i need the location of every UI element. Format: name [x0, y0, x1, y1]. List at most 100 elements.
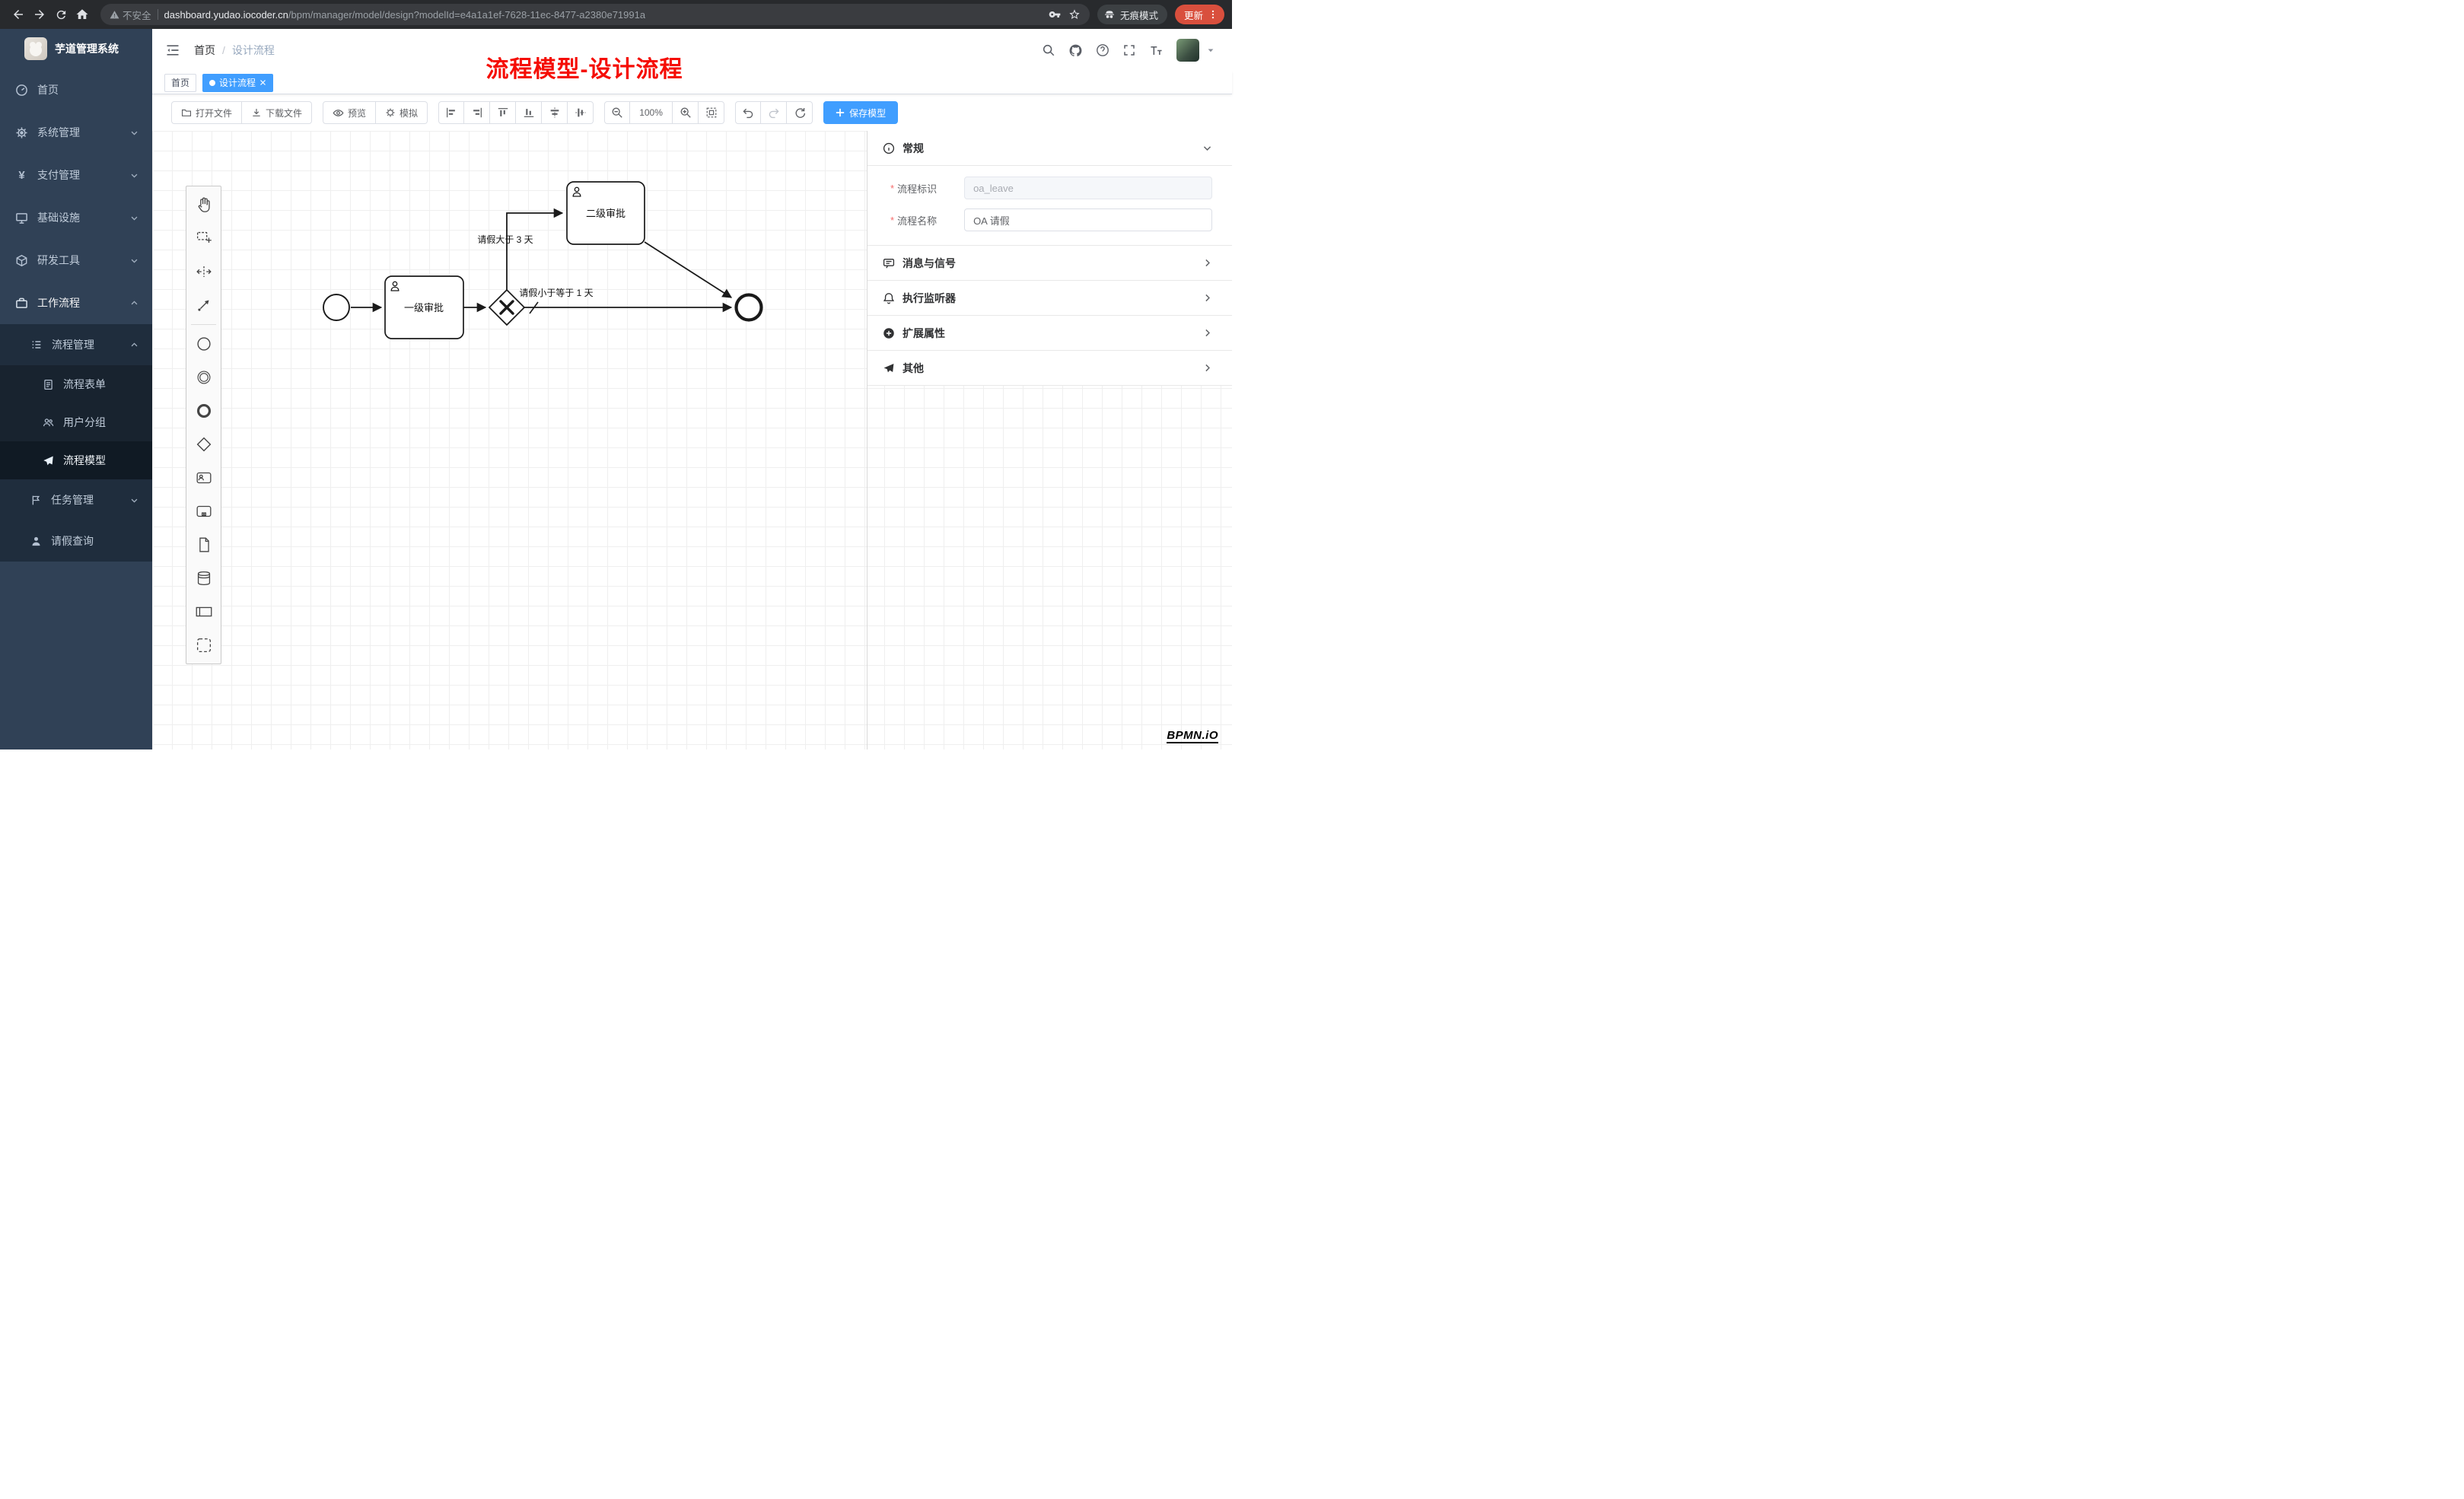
- section-general[interactable]: 常规: [867, 131, 1232, 166]
- group-icon[interactable]: [186, 629, 221, 662]
- home-icon[interactable]: [72, 4, 93, 25]
- process-key-input[interactable]: [964, 177, 1212, 199]
- sidebar-item-task-management[interactable]: 任务管理: [0, 479, 152, 520]
- participant-icon[interactable]: [186, 595, 221, 629]
- flow-task2-to-end[interactable]: [644, 241, 733, 298]
- sidebar-item-home[interactable]: 首页: [0, 68, 152, 111]
- restart-icon[interactable]: [787, 101, 813, 124]
- active-dot: [209, 79, 216, 86]
- palette-separator: [191, 324, 216, 325]
- user-icon: [390, 281, 400, 291]
- sidebar-item-label: 任务管理: [51, 494, 94, 506]
- intermediate-event-icon[interactable]: [186, 361, 221, 394]
- incognito-badge: 无痕模式: [1097, 5, 1167, 24]
- forward-icon[interactable]: [29, 4, 50, 25]
- user-task-icon[interactable]: [186, 461, 221, 495]
- designer-toolbar: 打开文件 下载文件 预览 模拟: [152, 94, 1232, 131]
- section-messages-signals[interactable]: 消息与信号: [867, 246, 1232, 281]
- github-icon[interactable]: [1068, 43, 1083, 58]
- back-icon[interactable]: [8, 4, 29, 25]
- tag-home[interactable]: 首页: [164, 73, 197, 92]
- collapse-sidebar-icon[interactable]: [165, 43, 180, 58]
- data-object-icon[interactable]: [186, 528, 221, 562]
- fullscreen-icon[interactable]: [1122, 43, 1136, 57]
- flow-gateway-to-task2[interactable]: [506, 208, 564, 290]
- preview-button[interactable]: 预览: [323, 101, 377, 124]
- align-right-icon[interactable]: [464, 101, 491, 124]
- simulate-button[interactable]: 模拟: [376, 101, 428, 124]
- subprocess-icon[interactable]: [186, 495, 221, 528]
- user-task-level2[interactable]: 二级审批: [566, 181, 645, 245]
- sidebar-item-leave-query[interactable]: 请假查询: [0, 520, 152, 562]
- sidebar-item-label: 流程表单: [63, 378, 106, 390]
- undo-icon[interactable]: [735, 101, 762, 124]
- data-store-icon[interactable]: [186, 562, 221, 595]
- save-model-button[interactable]: 保存模型: [823, 101, 899, 124]
- lasso-tool-icon[interactable]: [186, 221, 221, 255]
- sidebar-item-workflow[interactable]: 工作流程: [0, 282, 152, 324]
- start-event-icon[interactable]: [186, 327, 221, 361]
- download-file-button[interactable]: 下载文件: [242, 101, 313, 124]
- reload-icon[interactable]: [50, 4, 72, 25]
- app-logo-row[interactable]: 芋道管理系统: [0, 29, 152, 68]
- section-others[interactable]: 其他: [867, 351, 1232, 386]
- end-event[interactable]: [734, 293, 763, 322]
- sequence-flows[interactable]: [351, 208, 733, 314]
- incognito-label: 无痕模式: [1119, 10, 1158, 21]
- sidebar-item-process-forms[interactable]: 流程表单: [0, 365, 152, 403]
- font-size-icon[interactable]: [1149, 43, 1164, 58]
- address-bar[interactable]: 不安全 dashboard.yudao.iocoder.cn /bpm/mana…: [100, 4, 1090, 25]
- hand-tool-icon[interactable]: [186, 188, 221, 221]
- zoom-in-icon[interactable]: [673, 101, 699, 124]
- star-icon[interactable]: [1068, 8, 1081, 21]
- info-icon: [883, 142, 895, 154]
- sidebar-item-payment[interactable]: ¥ 支付管理: [0, 154, 152, 196]
- align-center-h-icon[interactable]: [542, 101, 568, 124]
- align-bottom-icon[interactable]: [516, 101, 543, 124]
- chevron-down-icon[interactable]: [1202, 143, 1212, 153]
- start-event[interactable]: [323, 294, 350, 321]
- fit-viewport-icon[interactable]: [699, 101, 725, 124]
- bpmn-io-watermark[interactable]: BPMN.iO: [1167, 729, 1218, 743]
- sidebar-item-label: 系统管理: [37, 126, 80, 138]
- help-icon[interactable]: [1096, 43, 1109, 57]
- end-event-icon[interactable]: [186, 394, 221, 428]
- caret-down-icon[interactable]: [1206, 46, 1215, 55]
- section-extended-properties[interactable]: 扩展属性: [867, 316, 1232, 351]
- exclusive-gateway[interactable]: [488, 288, 526, 326]
- condition-label-le1[interactable]: 请假小于等于 1 天: [519, 288, 593, 298]
- process-name-input[interactable]: [964, 208, 1212, 231]
- key-icon[interactable]: [1049, 8, 1061, 21]
- gateway-icon[interactable]: [186, 428, 221, 461]
- zoom-out-icon[interactable]: [604, 101, 631, 124]
- update-button[interactable]: 更新: [1174, 5, 1224, 24]
- person-icon: [30, 536, 42, 547]
- user-task-level1[interactable]: 一级审批: [384, 275, 464, 339]
- task1-label: 一级审批: [404, 302, 444, 313]
- sidebar-item-process-management[interactable]: 流程管理: [0, 324, 152, 365]
- redo-icon[interactable]: [761, 101, 788, 124]
- menu-dots-icon[interactable]: [1208, 9, 1218, 20]
- sidebar-item-process-models[interactable]: 流程模型: [0, 441, 152, 479]
- section-execution-listeners[interactable]: 执行监听器: [867, 281, 1232, 316]
- sidebar-item-user-groups[interactable]: 用户分组: [0, 403, 152, 441]
- align-left-icon[interactable]: [438, 101, 465, 124]
- align-top-icon[interactable]: [490, 101, 517, 124]
- send-icon: [883, 362, 895, 374]
- breadcrumb-home[interactable]: 首页: [194, 44, 215, 56]
- sidebar-item-infrastructure[interactable]: 基础设施: [0, 196, 152, 239]
- align-center-v-icon[interactable]: [568, 101, 594, 124]
- space-tool-icon[interactable]: [186, 255, 221, 288]
- bpmn-designer: 打开文件 下载文件 预览 模拟: [152, 94, 1232, 750]
- search-icon[interactable]: [1042, 43, 1055, 57]
- default-flow-marker: [529, 301, 539, 314]
- tag-design-process[interactable]: 设计流程: [202, 73, 274, 92]
- sidebar-item-devtools[interactable]: 研发工具: [0, 239, 152, 282]
- open-file-button[interactable]: 打开文件: [171, 101, 243, 124]
- user-avatar[interactable]: [1176, 39, 1199, 62]
- condition-label-gt3[interactable]: 请假大于 3 天: [477, 234, 533, 245]
- global-connect-icon[interactable]: [186, 288, 221, 322]
- process-submenu: 流程表单 用户分组 流程模型: [0, 365, 152, 479]
- sidebar-item-system[interactable]: 系统管理: [0, 111, 152, 154]
- close-icon[interactable]: [259, 79, 266, 86]
